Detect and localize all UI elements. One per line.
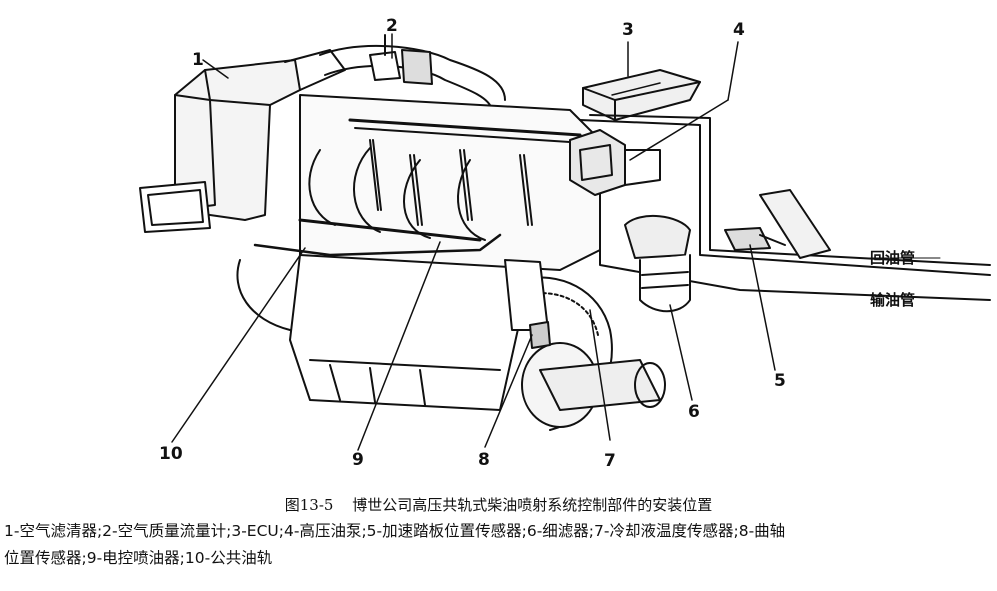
callout-5: 5 bbox=[774, 371, 786, 391]
callout-1: 1 bbox=[192, 50, 204, 70]
figure-number: 图13-5 bbox=[284, 496, 334, 514]
accelerator-pedal-drawing bbox=[724, 189, 831, 259]
callout-10: 10 bbox=[159, 444, 183, 464]
callout-2: 2 bbox=[386, 16, 398, 36]
engine-block-drawing bbox=[236, 94, 601, 411]
fine-filter-drawing bbox=[624, 214, 691, 313]
return-pipe-label: 回油管 bbox=[870, 249, 916, 267]
injectors-drawing bbox=[308, 139, 533, 241]
engine-diagram bbox=[139, 33, 991, 451]
callout-9: 9 bbox=[352, 450, 364, 470]
air-filter-drawing bbox=[139, 49, 346, 233]
air-mass-meter-drawing bbox=[319, 34, 506, 111]
flywheel-starter-drawing bbox=[504, 259, 666, 431]
callout-3: 3 bbox=[622, 20, 634, 40]
figure-caption: 图13-5 博世公司高压共轨式柴油喷射系统控制部件的安装位置 bbox=[0, 494, 997, 515]
figure-title: 博世公司高压共轨式柴油喷射系统控制部件的安装位置 bbox=[352, 496, 713, 514]
high-pressure-pump-drawing bbox=[569, 114, 991, 301]
ecu-drawing bbox=[582, 69, 701, 121]
figure-legend: 1-空气滤清器;2-空气质量流量计;3-ECU;4-高压油泵;5-加速踏板位置传… bbox=[4, 518, 994, 572]
legend-line-1: 1-空气滤清器;2-空气质量流量计;3-ECU;4-高压油泵;5-加速踏板位置传… bbox=[4, 522, 786, 540]
legend-line-2: 位置传感器;9-电控喷油器;10-公共油轨 bbox=[4, 549, 273, 567]
leader-lines bbox=[171, 33, 776, 451]
supply-pipe-label: 输油管 bbox=[870, 291, 916, 309]
callout-8: 8 bbox=[478, 450, 490, 470]
callout-7: 7 bbox=[604, 451, 616, 471]
callout-4: 4 bbox=[733, 20, 745, 40]
callout-6: 6 bbox=[688, 402, 700, 422]
